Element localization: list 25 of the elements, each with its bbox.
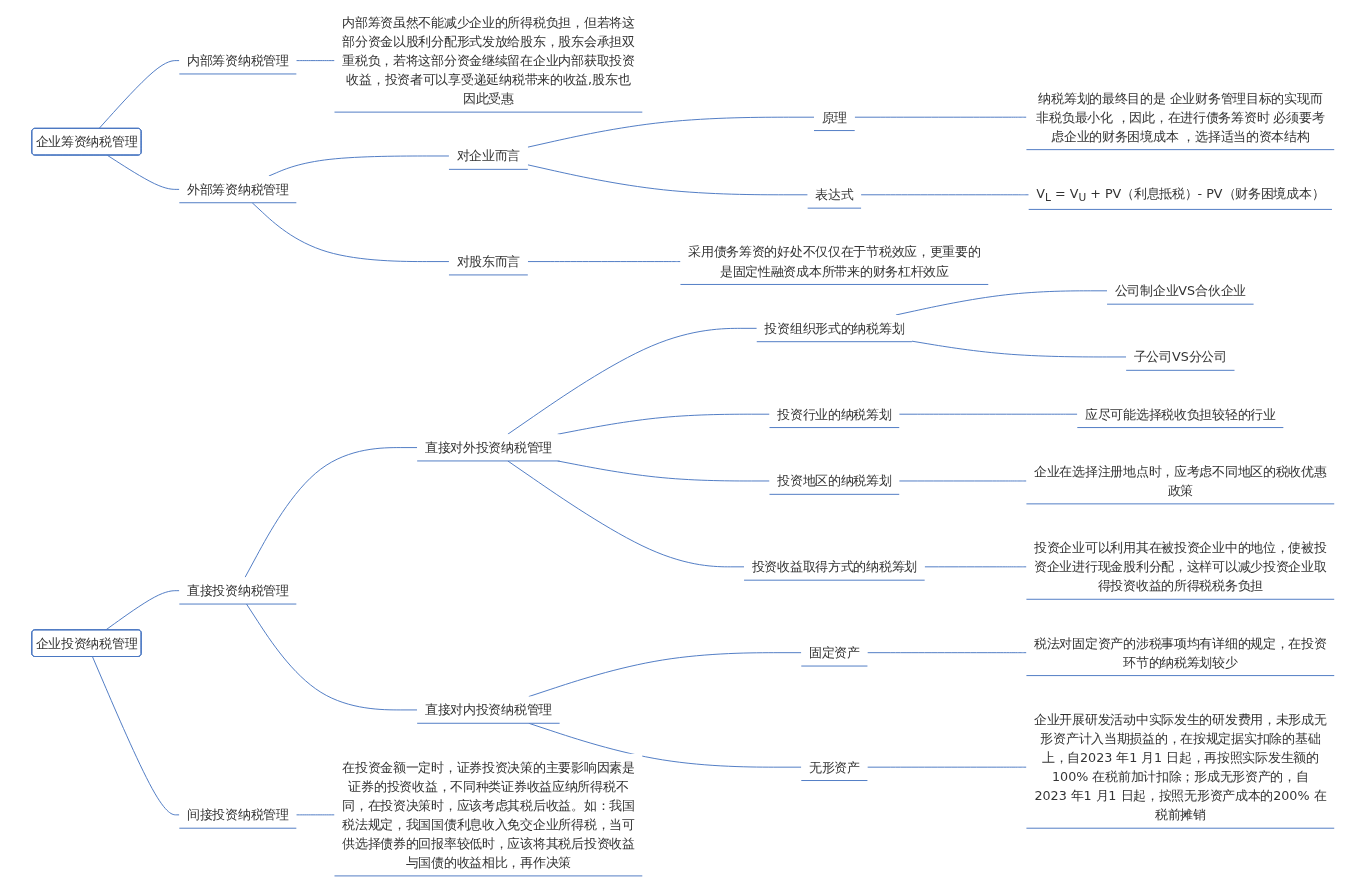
connector xyxy=(507,327,758,435)
connector xyxy=(860,194,1030,196)
connector xyxy=(527,261,681,263)
connector xyxy=(557,413,770,435)
connector xyxy=(527,164,809,196)
connector xyxy=(92,656,180,816)
connector xyxy=(866,652,1027,654)
connector xyxy=(866,766,1027,768)
connector xyxy=(295,814,335,816)
connector xyxy=(106,154,180,190)
connector xyxy=(105,590,180,631)
connector xyxy=(295,60,335,62)
connector xyxy=(246,603,418,711)
connector xyxy=(557,460,770,482)
connector xyxy=(507,460,745,568)
connector xyxy=(251,202,450,263)
connector xyxy=(898,413,1078,415)
connector xyxy=(268,155,450,177)
connector xyxy=(924,566,1027,568)
connector xyxy=(854,116,1027,118)
connector xyxy=(244,447,418,578)
connector xyxy=(898,480,1027,482)
connector xyxy=(527,116,815,148)
connector xyxy=(98,60,180,130)
connector xyxy=(911,340,1127,358)
